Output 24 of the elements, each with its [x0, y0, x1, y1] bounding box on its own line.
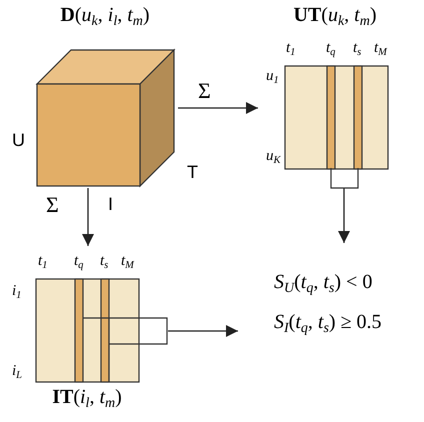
- row-label: i$_{1}$: [12, 283, 22, 300]
- arrow: [338, 188, 350, 243]
- arrow: [168, 325, 238, 337]
- row-label: u$_{K}$: [266, 148, 281, 165]
- condition-formula: S$_{U}$(t$_{q}$, t$_{s}$) < 0: [274, 271, 372, 294]
- row-label: i$_{L}$: [12, 363, 22, 380]
- column-label: t$_{M}$: [121, 253, 134, 270]
- column-label: t$_{M}$: [374, 40, 387, 57]
- arrow: [178, 102, 258, 114]
- arrow: [82, 188, 94, 246]
- column-label: t$_{q}$: [74, 253, 84, 270]
- axis-label: T: [187, 162, 198, 183]
- column-label: t$_{1}$: [38, 253, 48, 270]
- column-label: t$_{1}$: [286, 40, 296, 57]
- axis-label: U: [12, 130, 25, 151]
- axis-label: I: [108, 194, 114, 215]
- row-label: u$_{1}$: [266, 68, 279, 85]
- matrix-title: IT(i$_{l}$, t$_{m}$): [51, 386, 123, 409]
- column-label: t$_{q}$: [326, 40, 336, 57]
- column-label: t$_{s}$: [353, 40, 362, 57]
- column-label: t$_{s}$: [100, 253, 108, 270]
- matrix-title: D(u$_{k}$, i$_{l}$, t$_{m}$): [59, 4, 151, 27]
- condition-formula: S$_{I}$(t$_{q}$, t$_{s}$) ≥ 0.5: [274, 311, 382, 334]
- matrix-title: UT(u$_{k}$, t$_{m}$): [292, 4, 378, 27]
